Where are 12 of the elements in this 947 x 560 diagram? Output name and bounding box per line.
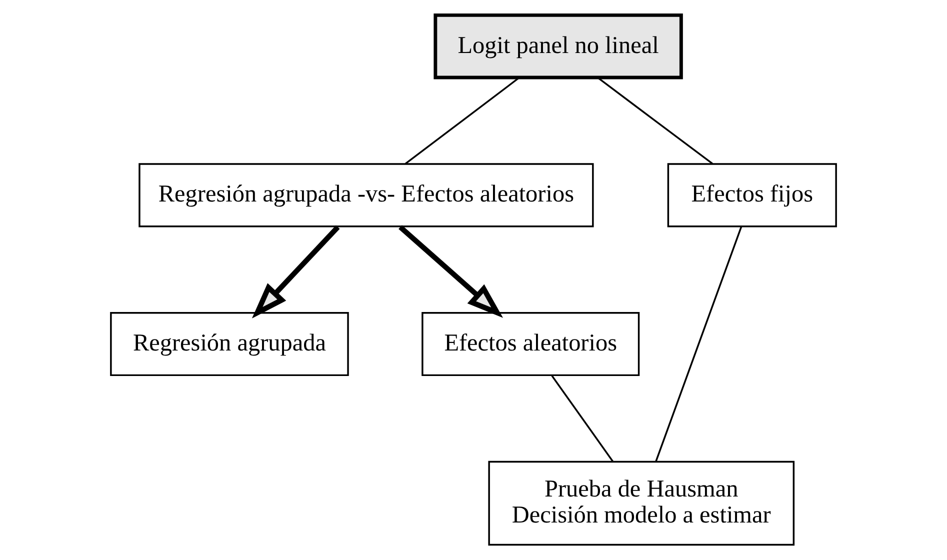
connector [551, 375, 614, 462]
node-box: Efectos fijos [667, 163, 837, 228]
node-box: Regresión agrupada [110, 312, 349, 376]
connector [655, 226, 742, 462]
node-box: Logit panel no lineal [434, 13, 683, 80]
node-box: Regresión agrupada -vs- Efectos aleatorios [138, 163, 594, 228]
node-box: Efectos aleatorios [422, 312, 640, 376]
connector [597, 77, 714, 164]
node-box: Prueba de Hausman Decisión modelo a estimar [488, 460, 795, 546]
arrow [398, 225, 504, 318]
arrow [252, 225, 340, 318]
connector [404, 77, 520, 164]
